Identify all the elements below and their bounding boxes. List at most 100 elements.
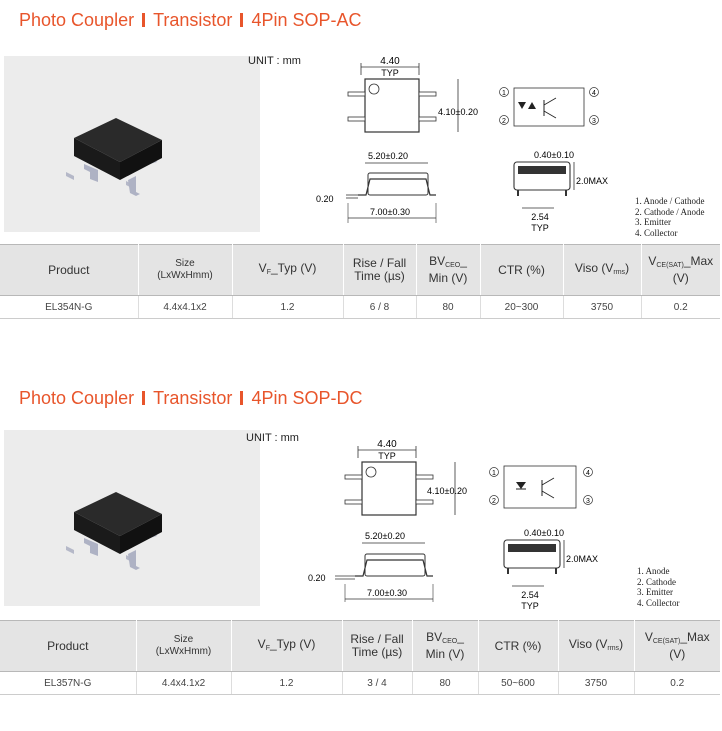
title-type: Transistor xyxy=(153,388,233,408)
title-separator xyxy=(240,13,244,27)
cell-vcesat: 0.2 xyxy=(634,671,720,695)
dim-pitch-note: TYP xyxy=(521,601,539,611)
pin-number: 4 xyxy=(592,90,596,97)
table-row: EL357N-G 4.4x4.1x2 1.2 3 / 4 80 50~600 3… xyxy=(0,671,720,695)
title-package: 4Pin SOP-AC xyxy=(251,10,362,30)
spec-table: Product Size(LxWxHmm) VF_Typ (V) Rise / … xyxy=(0,620,720,695)
pin-legend-item: 2. Cathode / Anode xyxy=(635,206,705,217)
cell-rise-fall: 6 / 8 xyxy=(343,295,417,319)
product-section-sop-dc: Photo Coupler Transistor 4Pin SOP-DC UNIT … xyxy=(0,386,722,731)
header-vf: VF_Typ (V) xyxy=(232,244,344,296)
pin-legend: 1. Anode 2. Cathode 3. Emitter 4. Collec… xyxy=(637,566,680,608)
header-ctr: CTR (%) xyxy=(480,244,564,296)
header-vcesat: VCE(SAT)_Max(V) xyxy=(641,244,720,296)
pin-legend-item: 1. Anode xyxy=(637,566,670,576)
dim-height: 4.10±0.20 xyxy=(438,107,478,117)
product-photo xyxy=(4,430,260,606)
package-drawing: 4.40 TYP 4.10±0.20 5.20±0.20 0.20 7.00±0… xyxy=(316,56,478,223)
dim-body-length: 5.20±0.20 xyxy=(365,531,405,541)
header-product: Product xyxy=(0,620,137,672)
header-size: Size(LxWxHmm) xyxy=(138,244,233,296)
pin-number: 3 xyxy=(586,498,590,505)
chip-image xyxy=(66,118,162,196)
pin-legend-item: 3. Emitter xyxy=(637,587,673,597)
dim-pitch-note: TYP xyxy=(531,223,549,233)
header-size: Size(LxWxHmm) xyxy=(136,620,232,672)
dim-lead-width: 0.40±0.10 xyxy=(524,528,564,538)
dim-top-width: 4.40 xyxy=(380,56,400,67)
section-title: Photo Coupler Transistor 4Pin SOP-DC xyxy=(19,388,362,409)
unit-label: UNIT : mm xyxy=(248,55,301,67)
title-separator xyxy=(142,391,146,405)
pin-legend-item: 3. Emitter xyxy=(635,217,671,227)
package-drawing: 4.40 TYP 4.10±0.20 5.20±0.20 0.20 7.00±0… xyxy=(308,439,467,602)
dim-lead-thickness: 0.20 xyxy=(316,194,334,204)
table-row: EL354N-G 4.4x4.1x2 1.2 6 / 8 80 20~300 3… xyxy=(0,295,720,319)
unit-label: UNIT : mm xyxy=(246,432,299,444)
dim-lead-thickness: 0.20 xyxy=(308,573,326,583)
cell-vf: 1.2 xyxy=(231,671,343,695)
cell-vf: 1.2 xyxy=(232,295,344,319)
pin-number: 4 xyxy=(586,470,590,477)
cell-ctr: 50~600 xyxy=(478,671,559,695)
title-category: Photo Coupler xyxy=(19,10,135,30)
pin-number: 2 xyxy=(492,498,496,505)
pin-number: 1 xyxy=(502,90,506,97)
schematic-drawing: 1 2 4 3 0.40±0.10 2.0MAX 2.54 TYP xyxy=(489,465,598,611)
dim-max-height: 2.0MAX xyxy=(566,554,598,564)
dim-pitch: 2.54 xyxy=(521,590,539,600)
cell-viso: 3750 xyxy=(563,295,642,319)
header-viso: Viso (Vrms) xyxy=(558,620,635,672)
product-photo xyxy=(4,56,260,232)
cell-ctr: 20~300 xyxy=(480,295,564,319)
table-header-row: Product Size(LxWxHmm) VF_Typ (V) Rise / … xyxy=(0,620,720,672)
header-vf: VF_Typ (V) xyxy=(231,620,343,672)
product-section-sop-ac: Photo Coupler Transistor 4Pin SOP-AC UNIT … xyxy=(0,8,722,353)
header-viso: Viso (Vrms) xyxy=(563,244,642,296)
title-separator xyxy=(142,13,146,27)
title-package: 4Pin SOP-DC xyxy=(251,388,363,408)
title-category: Photo Coupler xyxy=(19,388,135,408)
cell-product: EL354N-G xyxy=(0,295,139,319)
table-header-row: Product Size(LxWxHmm) VF_Typ (V) Rise / … xyxy=(0,244,720,296)
dim-max-height: 2.0MAX xyxy=(576,176,608,186)
dim-height: 4.10±0.20 xyxy=(427,486,467,496)
dim-overall-length: 7.00±0.30 xyxy=(370,207,410,217)
dim-top-width-note: TYP xyxy=(378,451,396,461)
dim-top-width-note: TYP xyxy=(381,68,399,78)
chip-image xyxy=(66,492,162,570)
dim-lead-width: 0.40±0.10 xyxy=(534,150,574,160)
header-ctr: CTR (%) xyxy=(478,620,559,672)
header-bvceo: BVCEO_Min (V) xyxy=(412,620,479,672)
pin-legend: 1. Anode / Cathode 2. Cathode / Anode 3.… xyxy=(635,196,705,238)
header-bvceo: BVCEO_Min (V) xyxy=(416,244,481,296)
pin-number: 3 xyxy=(592,118,596,125)
spec-table: Product Size(LxWxHmm) VF_Typ (V) Rise / … xyxy=(0,244,720,319)
cell-bvceo: 80 xyxy=(412,671,479,695)
cell-vcesat: 0.2 xyxy=(641,295,720,319)
cell-bvceo: 80 xyxy=(416,295,481,319)
cell-size: 4.4x4.1x2 xyxy=(138,295,233,319)
schematic-drawing: 1 2 4 3 0.40±0.10 2.0MAX 2.54 TYP xyxy=(499,87,608,233)
header-vcesat: VCE(SAT)_Max(V) xyxy=(634,620,720,672)
cell-viso: 3750 xyxy=(558,671,635,695)
dim-pitch: 2.54 xyxy=(531,212,549,222)
cell-rise-fall: 3 / 4 xyxy=(342,671,413,695)
dim-top-width: 4.40 xyxy=(377,439,397,450)
pin-legend-item: 4. Collector xyxy=(637,597,680,608)
dim-body-length: 5.20±0.20 xyxy=(368,151,408,161)
pin-number: 2 xyxy=(502,118,506,125)
pin-legend-item: 4. Collector xyxy=(635,227,678,238)
pin-legend-item: 2. Cathode xyxy=(637,576,676,587)
title-separator xyxy=(240,391,244,405)
section-title: Photo Coupler Transistor 4Pin SOP-AC xyxy=(19,10,361,31)
header-product: Product xyxy=(0,244,139,296)
title-type: Transistor xyxy=(153,10,233,30)
pin-number: 1 xyxy=(492,470,496,477)
dim-overall-length: 7.00±0.30 xyxy=(367,588,407,598)
pin-legend-item: 1. Anode / Cathode xyxy=(635,196,705,206)
cell-size: 4.4x4.1x2 xyxy=(136,671,232,695)
cell-product: EL357N-G xyxy=(0,671,137,695)
